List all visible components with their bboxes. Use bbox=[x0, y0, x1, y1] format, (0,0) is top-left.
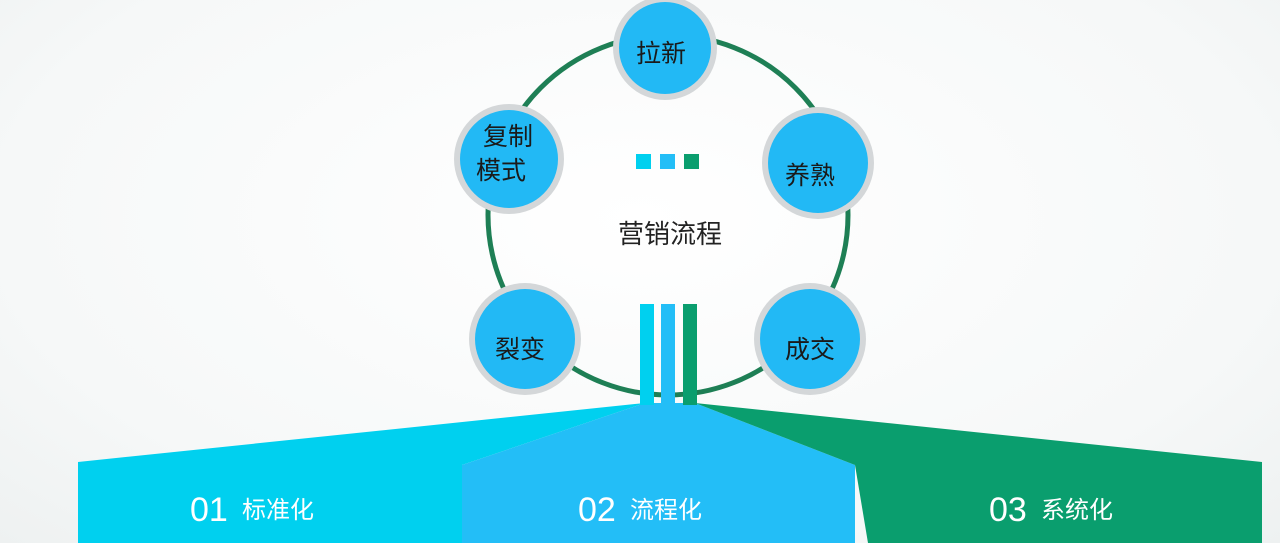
node-label-line-1: 复制 bbox=[483, 122, 533, 151]
cycle-node-chengjiao: 成交 bbox=[754, 283, 866, 395]
band-text: 系统化 bbox=[1041, 496, 1113, 524]
band-03-label: 03 系统化 bbox=[989, 491, 1113, 529]
band-03-shape bbox=[695, 403, 1262, 543]
cycle-node-lanew: 拉新 bbox=[613, 0, 717, 100]
band-02-label: 02 流程化 bbox=[578, 491, 702, 529]
dot-square-green bbox=[684, 154, 699, 169]
stem-green bbox=[683, 304, 697, 405]
cycle-node-fuzhi-moshi: 复制 模式 bbox=[454, 104, 564, 214]
band-02-shape bbox=[462, 403, 855, 543]
band-number: 03 bbox=[989, 491, 1027, 529]
node-label-line-2: 模式 bbox=[476, 156, 526, 185]
band-number: 02 bbox=[578, 491, 616, 529]
stem-cyan bbox=[640, 304, 654, 405]
cycle-node-liebian: 裂变 bbox=[469, 283, 581, 395]
stem-blue bbox=[661, 304, 675, 405]
band-number: 01 bbox=[190, 491, 228, 529]
node-label: 拉新 bbox=[636, 39, 686, 68]
band-text: 流程化 bbox=[630, 496, 702, 524]
node-label: 成交 bbox=[785, 335, 835, 364]
dot-square-cyan bbox=[636, 154, 651, 169]
node-label: 养熟 bbox=[785, 161, 835, 190]
band-text: 标准化 bbox=[242, 496, 314, 524]
dot-square-blue bbox=[660, 154, 675, 169]
band-01-label: 01 标准化 bbox=[190, 491, 314, 529]
cycle-node-yangshu: 养熟 bbox=[762, 107, 874, 219]
center-label: 营销流程 bbox=[618, 220, 722, 250]
band-01-shape bbox=[78, 403, 645, 543]
node-label: 裂变 bbox=[495, 335, 545, 364]
